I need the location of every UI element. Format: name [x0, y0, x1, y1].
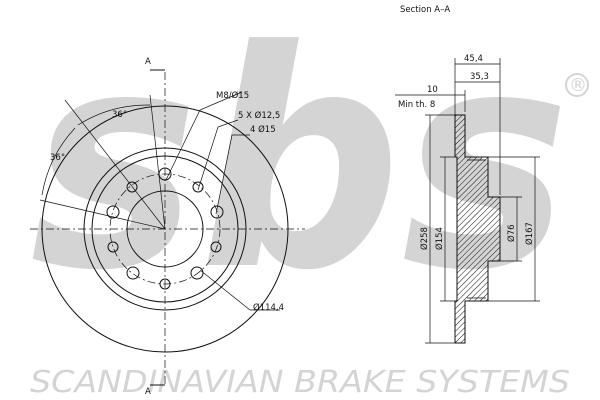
hat-outer-diameter-label: Ø167: [524, 222, 535, 245]
locating-pins: [107, 181, 222, 290]
holes-label: 5 X Ø12,5: [238, 110, 280, 121]
bolt-hole: [126, 266, 140, 280]
center-bore: [126, 190, 204, 268]
angle-ray-1: [64, 99, 166, 230]
bolt-hole: [106, 205, 120, 219]
section-marker-top: A: [145, 57, 151, 67]
pins-label: 4 Ø15: [250, 124, 276, 135]
registered-circle: [565, 73, 589, 97]
locating-pin: [159, 278, 171, 290]
thickness-label: 10: [427, 85, 438, 95]
angle-ray-3: [149, 94, 166, 230]
section-title: Section A–A: [400, 5, 450, 15]
thread-label: M8/Ø15: [216, 90, 249, 101]
angle-label-2: 36°: [50, 153, 65, 163]
angle-label-1: 36°: [112, 110, 127, 120]
locating-pin: [126, 181, 138, 193]
locating-pin: [192, 181, 204, 193]
center-bore-label: Ø76: [506, 224, 517, 242]
bolt-circle: [109, 173, 221, 285]
disc-outer-edge: [41, 105, 289, 353]
angle-arc-2: [41, 127, 76, 196]
outer-diameter-label: Ø258: [419, 227, 430, 250]
locating-pin: [210, 241, 222, 253]
leader-thread: [165, 91, 243, 181]
bolt-hole: [210, 205, 224, 219]
bolt-holes: [106, 167, 224, 280]
min-thickness-label: Min th. 8: [398, 100, 435, 110]
friction-ring-inner: [83, 147, 247, 311]
total-height-label: 45,4: [464, 54, 483, 64]
front-view: A A 36° 36°: [30, 57, 305, 397]
leader-bolt-circle: [199, 269, 280, 311]
section-view: 45,4 35,3 10 Min th. 8 Ø258 Ø154 Ø76 Ø16…: [395, 54, 540, 344]
section-marker-bottom: A: [145, 387, 151, 397]
angle-arc-1: [77, 104, 151, 126]
sbs-logo-watermark: sbs ®: [30, 0, 589, 336]
company-name-footer: SCANDINAVIAN BRAKE SYSTEMS: [30, 365, 570, 400]
friction-inner-diameter-label: Ø154: [434, 227, 445, 250]
locating-pin: [107, 241, 119, 253]
leader-holes: [197, 119, 239, 191]
bolt-circle-label: Ø114,4: [253, 302, 284, 313]
hat-height-label: 35,3: [470, 72, 489, 82]
leader-pins: [215, 134, 250, 215]
registered-mark: ®: [569, 75, 587, 96]
hat-outer-edge: [91, 155, 239, 303]
bolt-hole: [190, 266, 204, 280]
angle-ray-2: [39, 199, 166, 230]
